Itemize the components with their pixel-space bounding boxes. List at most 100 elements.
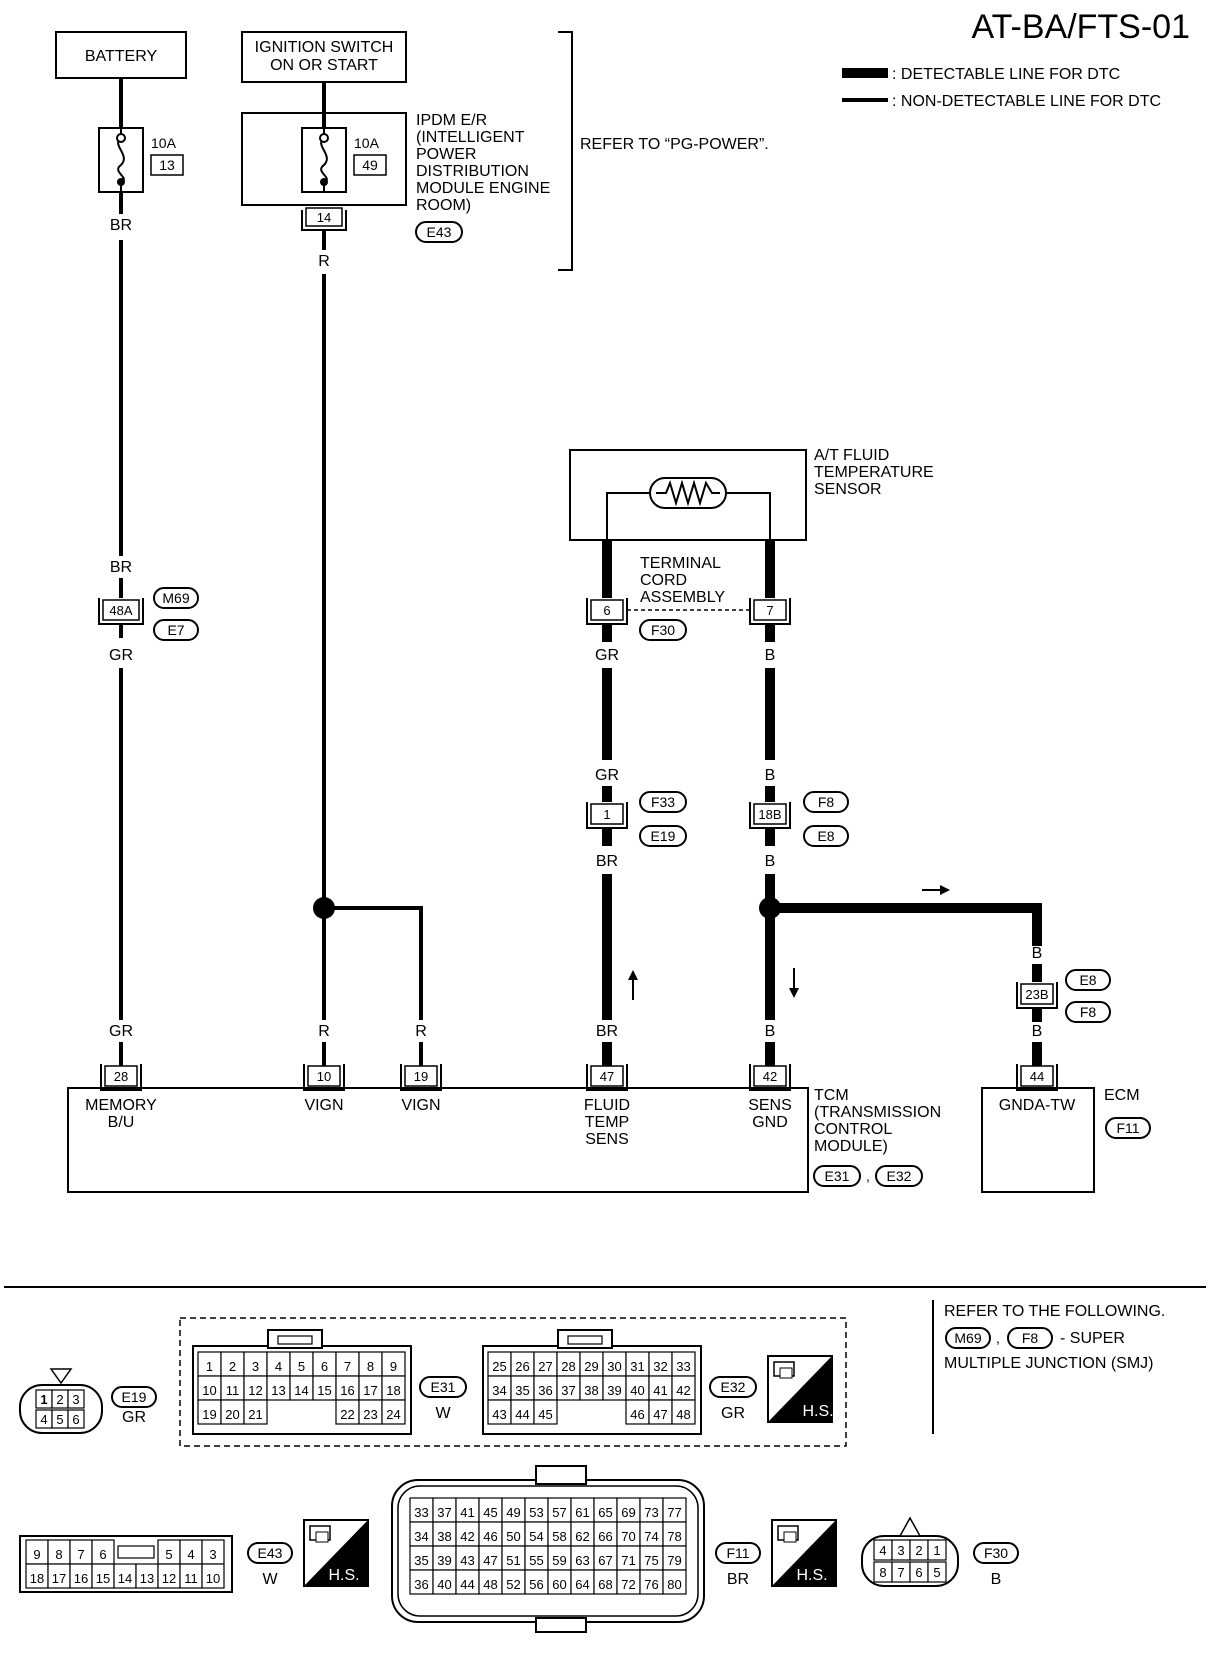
e43-pin-7-label: 7 [77, 1547, 84, 1562]
wire-color-r-3: R [415, 1023, 427, 1040]
wire-color-b-6: B [765, 1023, 776, 1040]
svg-text:48A: 48A [109, 603, 132, 618]
f11-pin-79-label: 79 [667, 1553, 681, 1568]
svg-text:F8: F8 [1080, 1004, 1097, 1020]
e31-pin-17-label: 17 [363, 1383, 377, 1398]
f11-pin-39-label: 39 [437, 1553, 451, 1568]
cord-label-2: CORD [640, 572, 687, 589]
e32-pin-43-label: 43 [492, 1407, 506, 1422]
connector-e7-oval [153, 619, 199, 641]
e31-oval [419, 1376, 467, 1398]
svg-text:E31: E31 [431, 1379, 456, 1395]
f11-pin-46-label: 46 [483, 1529, 497, 1544]
tcm-pin-28 [104, 1065, 138, 1087]
connector-f8-oval-2 [1065, 1001, 1111, 1023]
svg-text:6: 6 [603, 603, 610, 618]
ecm-ground-wire [770, 903, 1042, 946]
wire-color-br-2: BR [110, 559, 132, 576]
ignition-branch-wire [324, 906, 423, 1020]
f11-pin-45-label: 45 [483, 1505, 497, 1520]
f11-pin-36-label: 36 [414, 1577, 428, 1592]
connector-f30-oval [639, 619, 687, 641]
ipdm-pin-14 [305, 207, 343, 227]
f11-pin-57-label: 57 [552, 1505, 566, 1520]
e31-pin-7-label: 7 [344, 1359, 351, 1374]
e32-pin-36-label: 36 [538, 1383, 552, 1398]
svg-text:E8: E8 [817, 828, 834, 844]
f11-pin-41-label: 41 [460, 1505, 474, 1520]
e31-pin-19-label: 19 [202, 1407, 216, 1422]
f11-pin-69-label: 69 [621, 1505, 635, 1520]
e43-pin-4-label: 4 [187, 1547, 194, 1562]
tcm-conn-e32-oval [875, 1165, 923, 1187]
connector-48a [102, 599, 140, 621]
e31-pin-22-label: 22 [340, 1407, 354, 1422]
svg-text:3: 3 [72, 1392, 79, 1407]
svg-text:2: 2 [56, 1392, 63, 1407]
e43-pin-16-label: 16 [74, 1571, 88, 1586]
svg-text:F8: F8 [818, 794, 835, 810]
ignition-switch-box [241, 31, 407, 83]
svg-text:23B: 23B [1025, 987, 1048, 1002]
fuse-2-amp: 10A [354, 135, 380, 151]
f11-pin-78-label: 78 [667, 1529, 681, 1544]
f11-pin-61-label: 61 [575, 1505, 589, 1520]
f11-pin-33-label: 33 [414, 1505, 428, 1520]
connector-m69-oval [153, 587, 199, 609]
f11-pin-40-label: 40 [437, 1577, 451, 1592]
f30-pin-6-label: 6 [915, 1565, 922, 1580]
e32-pin-40-label: 40 [630, 1383, 644, 1398]
e31-pin-18-label: 18 [386, 1383, 400, 1398]
ecm-pin-44 [1020, 1065, 1054, 1087]
f30-pin-7-label: 7 [897, 1565, 904, 1580]
svg-text:F8: F8 [1022, 1330, 1039, 1346]
svg-text:F11: F11 [1116, 1120, 1139, 1136]
tcm-vign-label-1: VIGN [304, 1097, 343, 1114]
sensor-label-1: A/T FLUID [814, 447, 889, 464]
signal-right-arrow [940, 885, 950, 895]
svg-text:E19: E19 [651, 828, 676, 844]
e43-pin-13-label: 13 [140, 1571, 154, 1586]
e31-pin-6-label: 6 [321, 1359, 328, 1374]
f11-pin-66-label: 66 [598, 1529, 612, 1544]
e43-pin-8-label: 8 [55, 1547, 62, 1562]
e32-pin-46-label: 46 [630, 1407, 644, 1422]
f30-pin-5-label: 5 [933, 1565, 940, 1580]
connector-f33-oval [639, 791, 687, 813]
wire-color-r-1: R [318, 253, 330, 270]
svg-text:4: 4 [40, 1412, 47, 1427]
connector-e19-oval [639, 825, 687, 847]
svg-text:10: 10 [317, 1069, 331, 1084]
e43-pin-14-label: 14 [118, 1571, 132, 1586]
wire-color-gr-4: GR [595, 767, 619, 784]
refer-note-line-1: REFER TO THE FOLLOWING. [944, 1303, 1165, 1320]
f11-pin-73-label: 73 [644, 1505, 658, 1520]
f11-pin-54-label: 54 [529, 1529, 543, 1544]
svg-text:B: B [991, 1571, 1002, 1588]
e43-pin-10 [201, 1563, 225, 1589]
tcm-name-1: TCM [814, 1087, 849, 1104]
ipdm-label-5: MODULE ENGINE [416, 180, 550, 197]
e31-pin-15-label: 15 [317, 1383, 331, 1398]
f11-pin-50-label: 50 [506, 1529, 520, 1544]
svg-text:H.S.: H.S. [802, 1403, 833, 1420]
f11-oval [715, 1542, 761, 1564]
e43-pin-15-label: 15 [96, 1571, 110, 1586]
cord-label-1: TERMINAL [640, 555, 721, 572]
e32-pin-35-label: 35 [515, 1383, 529, 1398]
fuse-1-amp: 10A [151, 135, 177, 151]
wire-color-b-5: B [1032, 1023, 1043, 1040]
svg-text:F11: F11 [726, 1545, 749, 1561]
f11-pin-59-label: 59 [552, 1553, 566, 1568]
e32-pin-28-label: 28 [561, 1359, 575, 1374]
svg-text:M69: M69 [954, 1330, 981, 1346]
f11-pin-71-label: 71 [621, 1553, 635, 1568]
f11-pin-64-label: 64 [575, 1577, 589, 1592]
e31-pin-21-label: 21 [248, 1407, 262, 1422]
connector-e8-oval [803, 825, 849, 847]
f11-pin-34-label: 34 [414, 1529, 428, 1544]
e32-pin-27-label: 27 [538, 1359, 552, 1374]
f11-pin-51-label: 51 [506, 1553, 520, 1568]
